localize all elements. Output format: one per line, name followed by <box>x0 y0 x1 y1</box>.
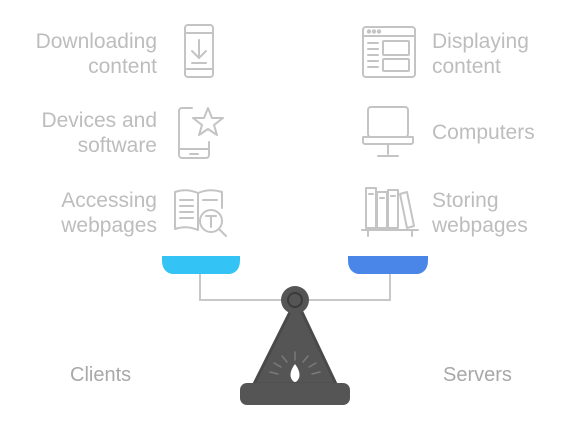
label-line: software <box>77 134 157 157</box>
left-pan <box>162 256 240 274</box>
label-devices-software: Devices and software <box>41 108 157 158</box>
label-line: content <box>432 55 501 78</box>
left-beam <box>199 268 283 301</box>
flame <box>290 364 300 382</box>
webpage-layout-icon <box>362 26 416 78</box>
right-pan <box>348 256 428 274</box>
clients-label: Clients <box>70 364 132 386</box>
balance-scale <box>162 256 428 405</box>
label-line: webpages <box>432 214 528 237</box>
label-downloading-content: Downloading content <box>36 29 157 79</box>
label-storing-webpages: Storing webpages <box>432 188 528 238</box>
servers-label: Servers <box>443 364 512 386</box>
label-line: Computers <box>432 121 535 144</box>
label-line: content <box>88 55 157 78</box>
label-computers: Computers <box>432 120 535 145</box>
phone-download-icon <box>184 24 214 78</box>
scale-pivot <box>281 286 309 314</box>
label-displaying-content: Displaying content <box>432 29 529 79</box>
monitor-icon <box>362 106 414 157</box>
label-line: webpages <box>61 214 157 237</box>
label-line: Accessing <box>61 189 157 212</box>
scale-base <box>240 383 350 405</box>
book-search-icon <box>174 189 227 237</box>
label-line: Downloading <box>35 30 157 53</box>
label-accessing-webpages: Accessing webpages <box>61 188 157 238</box>
label-line: Devices and <box>41 109 157 132</box>
bookshelf-icon <box>361 187 419 237</box>
label-line: Storing <box>432 189 499 212</box>
label-line: Displaying <box>432 30 529 53</box>
tablet-star-icon <box>178 107 224 159</box>
right-beam <box>307 268 391 301</box>
